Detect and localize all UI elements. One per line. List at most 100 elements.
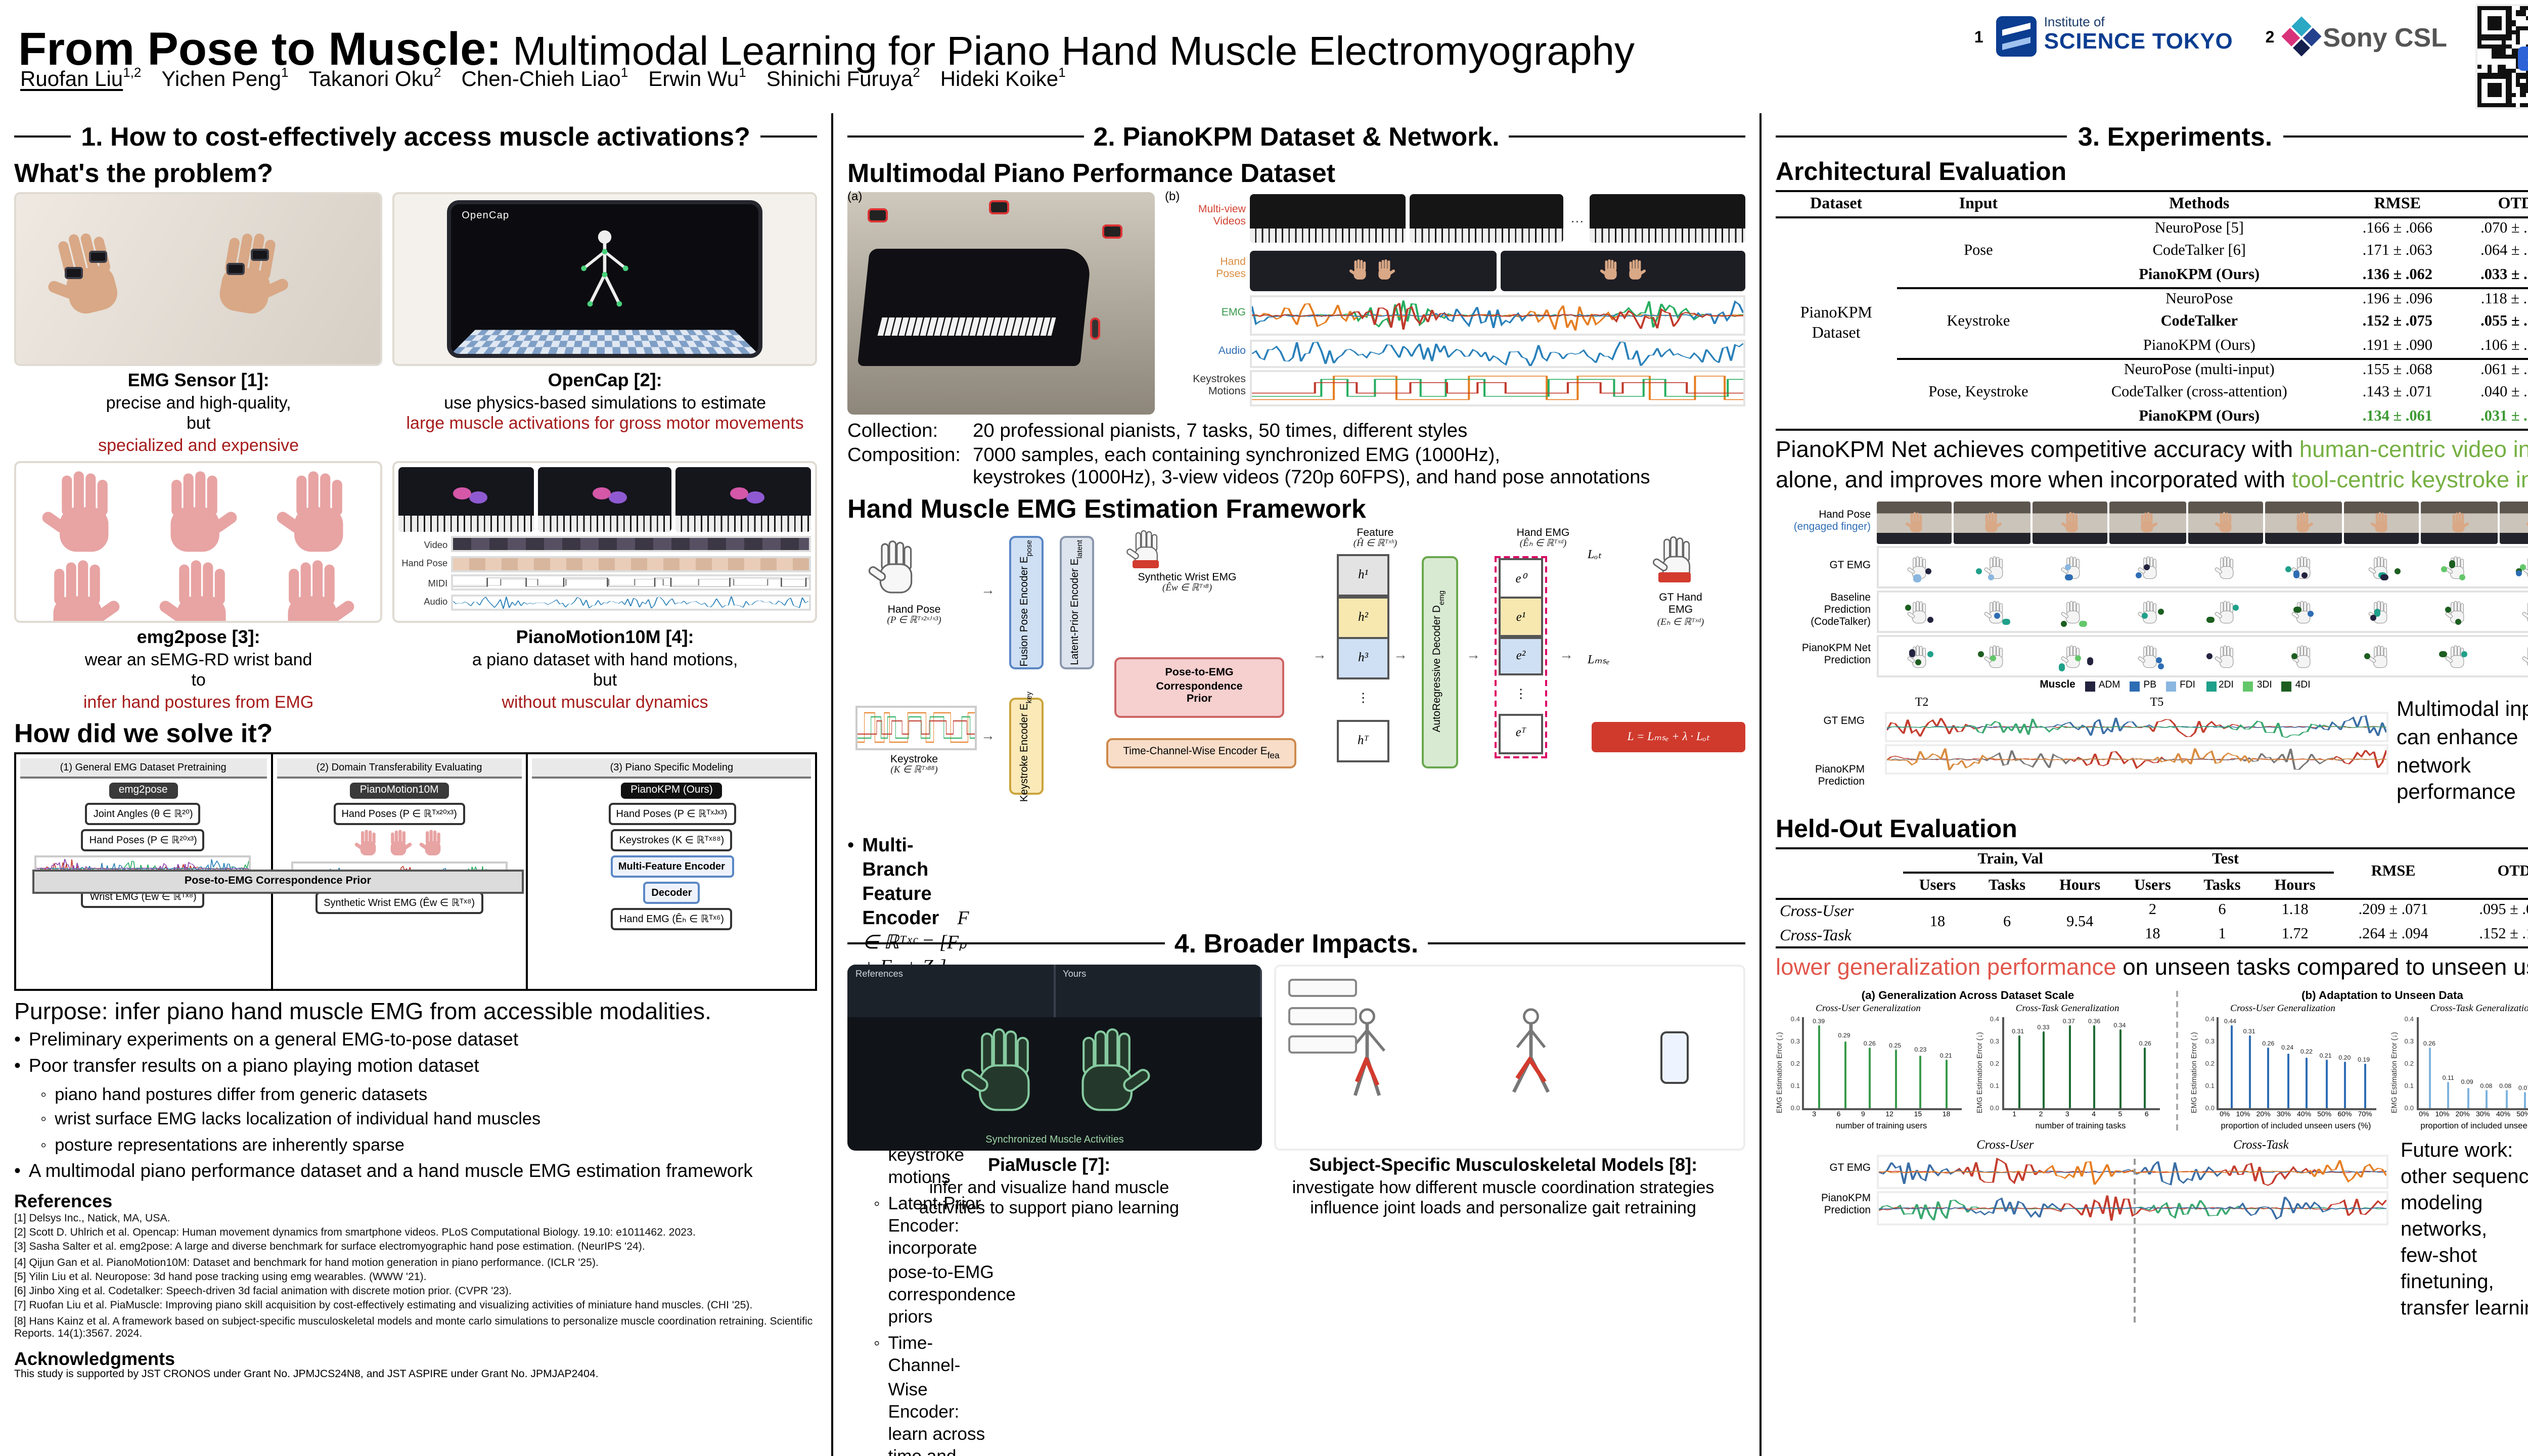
piano-video-frame [537, 467, 672, 532]
wrist-band-icon [1133, 560, 1159, 568]
emg-sensor-icon [251, 249, 269, 261]
qr-code: ♪ [2475, 4, 2528, 109]
pianomotion10m-caption: PianoMotion10M [4]: a piano dataset with… [472, 627, 738, 711]
table-row: PianoKPM (Ours).191 ± .090.106 ± .144 [2143, 335, 2528, 353]
sony-csl-label: Sony CSL [2323, 21, 2447, 52]
emg2pose-figure [14, 461, 383, 623]
multi-feature-encoder-box: Multi-Feature Encoder [610, 855, 733, 878]
hand-pose-thumbnail [1500, 250, 1745, 290]
piamuscle-references-label: References [847, 964, 1055, 1017]
table-row: CodeTalker.152 ± .075.055 ± .092 [2160, 312, 2528, 331]
table-row: Keystroke NeuroPose.196 ± .096.118 ± .17… [1776, 287, 2528, 359]
qr-center-icon: ♪ [2518, 47, 2528, 71]
output-cell: e² [1499, 636, 1543, 676]
prediction-strip-label: PianoKPM Prediction [1821, 1193, 1871, 1218]
heldout-evaluation-heading: Held-Out Evaluation [1776, 814, 2017, 843]
video-thumbnail [1250, 194, 1405, 243]
qualitative-results-figure: Hand Pose(engaged finger) GT EMG [1776, 502, 2528, 693]
pianokpm-row-label: PianoKPM Net Prediction [1801, 643, 1871, 667]
chart-group-a-title: (a) Generalization Across Dataset Scale [1861, 991, 2074, 1004]
musculoskeletal-model-icon [1511, 1007, 1549, 1092]
chart-group-b: (b) Adaptation to Unseen Data Cross-User… [2176, 991, 2528, 1130]
science-tokyo-logo-mark [1995, 16, 2036, 57]
feature-cell: ⋮ [1357, 692, 1370, 706]
keystroke-label: Keystroke(K ∈ ℝᵀˣ⁸⁸) [890, 754, 938, 778]
affiliation-logos: 1 Institute of SCIENCE TOKYO 2 Sony CSL [1974, 16, 2447, 57]
hand-poses-box: Hand Poses (P ∈ ℝᵀˣᴶˣ³) [608, 803, 736, 826]
wrist-band-icon [1658, 572, 1691, 581]
table-row: PianoKPM (Ours).134 ± .061.031 ± .058 [2139, 405, 2528, 424]
ot-loss-label: Lₒₜ [1588, 550, 1602, 562]
flow-box [1288, 1006, 1357, 1025]
arrow-icon: → [1313, 649, 1327, 663]
latent-prior-encoder-box: Latent-Prior Encoder Elatent [1060, 536, 1094, 669]
skeleton-figure-icon [581, 230, 629, 307]
camera-icon [868, 208, 888, 222]
pianomotion10m-chip: PianoMotion10M [349, 783, 449, 799]
loss-box: L = Lₘₛₑ + λ · Lₒₜ [1592, 722, 1745, 752]
architecture-claim: PianoKPM Net achieves competitive accura… [1776, 438, 2528, 493]
time-channel-encoder-box: Time-Channel-Wise Encoder Efea [1106, 738, 1296, 768]
reference-item: [2] Scott D. Uhlrich et al. Opencap: Hum… [14, 1227, 696, 1240]
ellipsis: … [1570, 211, 1585, 225]
table-header-row: DatasetInputMethodsRMSEOTD [1776, 191, 2528, 218]
arrow-icon: → [1393, 649, 1408, 663]
output-cell: e⁰ [1499, 559, 1543, 599]
gt-emg-row-label: GT EMG [1829, 560, 1871, 572]
musculoskeletal-figure [1274, 964, 1745, 1150]
list-item: ◦Time-Channel-Wise Encoder: learn across… [874, 1333, 985, 1456]
muscle-legend-title: Muscle [2040, 680, 2075, 693]
hand-poses-box: Hand Poses (P ∈ ℝ²⁰ˣ³) [81, 829, 205, 852]
table-row: PianoKPM Dataset Pose NeuroPose [5].166 … [1800, 218, 2528, 342]
feature-cell: h³ [1337, 636, 1389, 679]
piano-keyboard [877, 317, 1056, 336]
opencap-app-title: OpenCap [462, 210, 510, 222]
list-item: ◦piano hand postures differ from generic… [40, 1083, 428, 1104]
section-3-title: 3. Experiments. [1776, 121, 2528, 152]
synthetic-wrist-emg-label: Synthetic Wrist EMG(Êw ∈ ℝᵀˣ⁸) [1138, 572, 1237, 596]
science-tokyo-logo: 1 Institute of SCIENCE TOKYO [1974, 16, 2233, 57]
chart-group-b-title: (b) Adaptation to Unseen Data [2301, 991, 2463, 1004]
reference-item: [5] Yilin Liu et al. Neuropose: 3d hand … [14, 1271, 427, 1284]
section-1-title: 1. How to cost-effectively access muscle… [14, 121, 818, 152]
references-heading: References [14, 1192, 113, 1212]
section-1-problem: 1. How to cost-effectively access muscle… [0, 113, 831, 1456]
piamuscle-caption: PiaMuscle [7]: infer and visualize hand … [919, 1154, 1180, 1217]
sony-csl-logo: 2 Sony CSL [2266, 16, 2447, 57]
hand-poses-box: Hand Poses (P ∈ ℝᵀˣ²⁰ˣ³) [333, 803, 465, 826]
output-cell: eᵀ [1499, 713, 1543, 754]
dataset-stats: Collection: 20 professional pianists, 7 … [847, 421, 1745, 489]
cross-user-strip-title: Cross-User [1976, 1138, 2034, 1152]
hand-pose-row-label: Hand Pose(engaged finger) [1793, 509, 1871, 534]
list-item: •Poor transfer results on a piano playin… [14, 1056, 479, 1077]
section-2-dataset-network: 2. PianoKPM Dataset & Network. Multimoda… [831, 113, 1759, 1456]
hand-emg-label: Hand EMG(Êₕ ∈ ℝᵀˣᵈ) [1516, 528, 1570, 551]
arrow-icon: → [981, 584, 995, 599]
opencap-tablet: OpenCap [447, 200, 762, 358]
emg-sensor-icon [227, 263, 245, 275]
hand-pose-sketch [868, 540, 913, 594]
list-item: ◦wrist surface EMG lacks localization of… [40, 1109, 541, 1129]
acknowledgments-text: This study is supported by JST CRONOS un… [14, 1370, 599, 1382]
science-tokyo-label: SCIENCE TOKYO [2044, 29, 2233, 54]
composition-label: Composition: [847, 445, 961, 467]
reference-item: [1] Delsys Inc., Natick, MA, USA. [14, 1213, 170, 1225]
future-work-text: Future work: other sequence modeling net… [2401, 1140, 2528, 1320]
reference-item: [8] Hans Kainz et al. A framework based … [14, 1315, 813, 1342]
poster-header: From Pose to Muscle: Multimodal Learning… [0, 0, 2528, 113]
musculoskeletal-caption: Subject-Specific Musculoskeletal Models … [1292, 1154, 1714, 1217]
emg-sensor-icon [65, 267, 83, 279]
feature-cell: h¹ [1337, 555, 1389, 598]
chart-group-a: (a) Generalization Across Dataset Scale … [1776, 991, 2160, 1129]
table-row: CodeTalker (cross-attention).143 ± .071.… [2111, 383, 2528, 401]
table-header-row: Train, Val Test RMSE OTD [1776, 848, 2528, 880]
emg-waveform [1250, 295, 1745, 336]
